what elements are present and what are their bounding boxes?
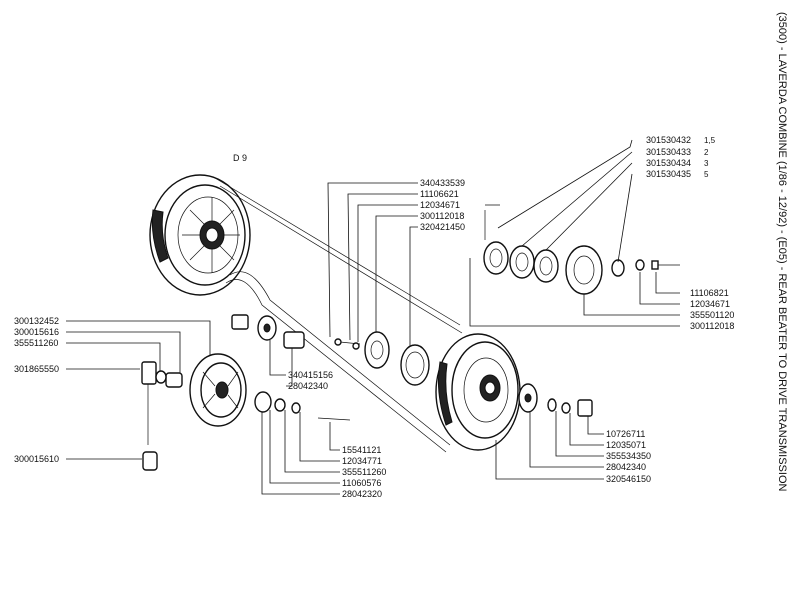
- part-label: 300112018: [690, 321, 734, 331]
- part-label: 355501120: [690, 310, 734, 320]
- diagram-tag: D 9: [233, 153, 247, 163]
- part-label: 15541121: [342, 445, 381, 455]
- part-label: 301530433: [646, 147, 691, 157]
- part-label: 301530434: [646, 158, 691, 168]
- part-label: 11060576: [342, 478, 381, 488]
- driven-pulley-large: [435, 333, 521, 451]
- part-label: 300015610: [14, 454, 59, 464]
- part-label: 355534350: [606, 451, 651, 461]
- part-label: 12034671: [420, 200, 460, 210]
- part-label: 300112018: [420, 211, 464, 221]
- part-label: 340433539: [420, 178, 465, 188]
- part-label: 11106821: [690, 288, 729, 298]
- drive-pulley-large: [149, 174, 251, 296]
- part-label: 28042320: [342, 489, 382, 499]
- part-label: 355511260: [14, 338, 58, 348]
- part-number-labels: D 9 340433539 11106621 12034671 30011201…: [14, 135, 734, 499]
- part-note: 1,5: [704, 136, 716, 145]
- part-label: 28042340: [288, 381, 328, 391]
- part-label: 301530435: [646, 169, 691, 179]
- part-label: 12034771: [342, 456, 382, 466]
- part-label: 301865550: [14, 364, 59, 374]
- small-parts-right: [518, 383, 593, 417]
- part-label: 340415156: [288, 370, 333, 380]
- part-note: 3: [704, 159, 709, 168]
- part-label: 320546150: [606, 474, 651, 484]
- part-label: 12035071: [606, 440, 646, 450]
- part-label: 10726711: [606, 429, 645, 439]
- part-label: 11106621: [420, 189, 459, 199]
- small-parts-left: [141, 314, 351, 471]
- part-label: 12034671: [690, 299, 730, 309]
- small-parts-center: [334, 331, 430, 386]
- part-note: 2: [704, 148, 709, 157]
- part-label: 301530432: [646, 135, 691, 145]
- drive-belt: [214, 177, 463, 453]
- tensioner-pulley: [189, 353, 247, 427]
- leader-lines: [66, 139, 680, 495]
- part-note: 5: [704, 170, 709, 179]
- side-title: (3500) - LAVERDA COMBINE (1/86 - 12/92) …: [776, 12, 788, 492]
- shim-stack: [483, 204, 680, 295]
- part-label: 355511260: [342, 467, 386, 477]
- part-label: 320421450: [420, 222, 465, 232]
- part-label: 300132452: [14, 316, 59, 326]
- part-label: 300015616: [14, 327, 59, 337]
- part-label: 28042340: [606, 462, 646, 472]
